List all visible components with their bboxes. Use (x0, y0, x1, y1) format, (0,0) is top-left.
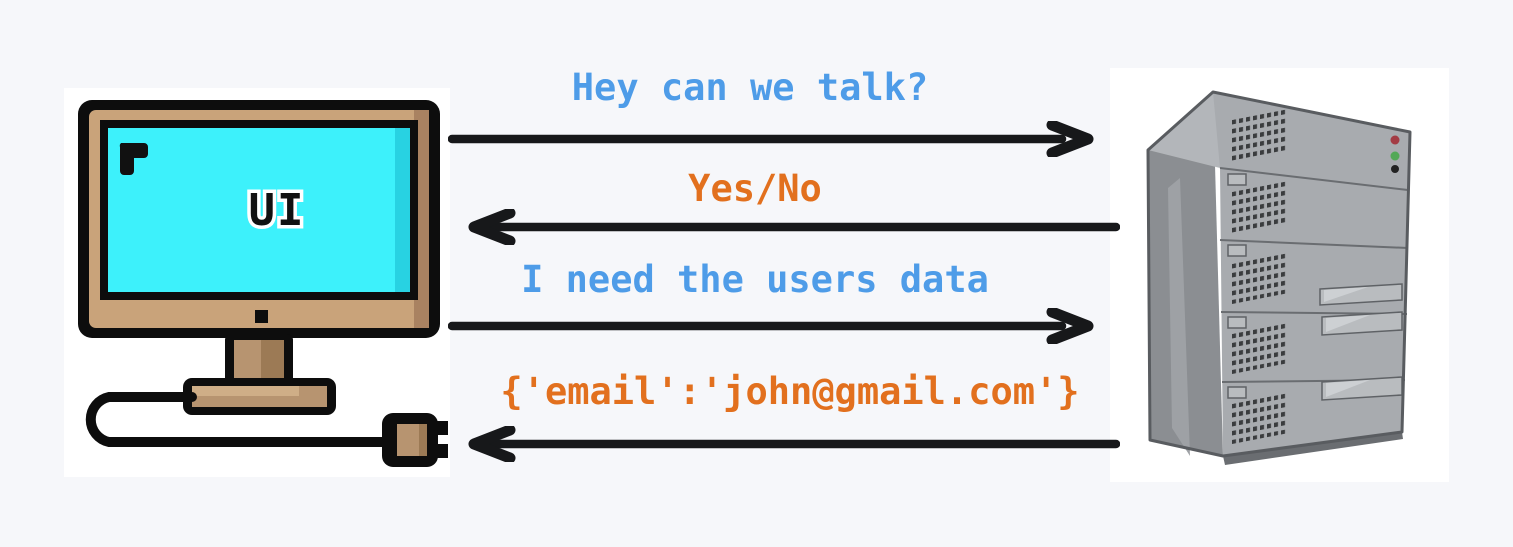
power-cable (85, 392, 391, 447)
led-red (1390, 135, 1400, 145)
stand-shade (261, 340, 284, 386)
server-left-face (1148, 92, 1223, 456)
base-highlight (192, 386, 299, 396)
message-response-yesno: Yes/No (688, 167, 822, 210)
vent-grid (1232, 181, 1288, 233)
computer-monitor-icon: UI (78, 100, 448, 467)
arrow-right-request-1 (448, 121, 1094, 157)
server-left-face-highlight (1168, 178, 1190, 456)
arrow-left-response-1 (468, 209, 1120, 245)
drive-bay-highlight (1326, 380, 1370, 397)
server-button (1227, 173, 1247, 186)
screen-shade (395, 128, 410, 292)
server-divider (1219, 167, 1409, 191)
server-card (1110, 68, 1449, 482)
led-black (1391, 165, 1399, 173)
message-request-talk: Hey can we talk? (571, 66, 929, 109)
server-button (1227, 386, 1247, 399)
server-button (1227, 316, 1247, 329)
message-request-data: I need the users data (521, 258, 989, 301)
arrow-right-request-2 (448, 308, 1094, 344)
led-green (1390, 151, 1400, 161)
server-bottom-edge (1223, 432, 1403, 465)
plug-inner-shade (419, 424, 427, 456)
server-outline (1146, 90, 1412, 458)
plug-prong-top (434, 421, 448, 435)
vent-grid (1232, 323, 1288, 374)
client-label: UI (249, 185, 306, 236)
server-tower-icon (1146, 90, 1412, 465)
client-computer-card: UI (64, 88, 450, 477)
server-button (1227, 244, 1247, 257)
vent-grid (1232, 253, 1288, 304)
arrow-left-response-2 (468, 426, 1120, 462)
corner-bracket-icon (119, 143, 148, 175)
server-divider (1219, 239, 1409, 249)
plug-prong-bottom (434, 444, 448, 458)
vent-grid (1232, 393, 1288, 444)
drive-bay-highlight (1324, 287, 1368, 302)
screen (108, 128, 410, 292)
message-response-email: {'email':'john@gmail.com'} (500, 370, 1080, 413)
monitor-power-button (255, 310, 268, 323)
drive-bay-highlight (1326, 315, 1370, 332)
vent-grid (1232, 109, 1288, 164)
